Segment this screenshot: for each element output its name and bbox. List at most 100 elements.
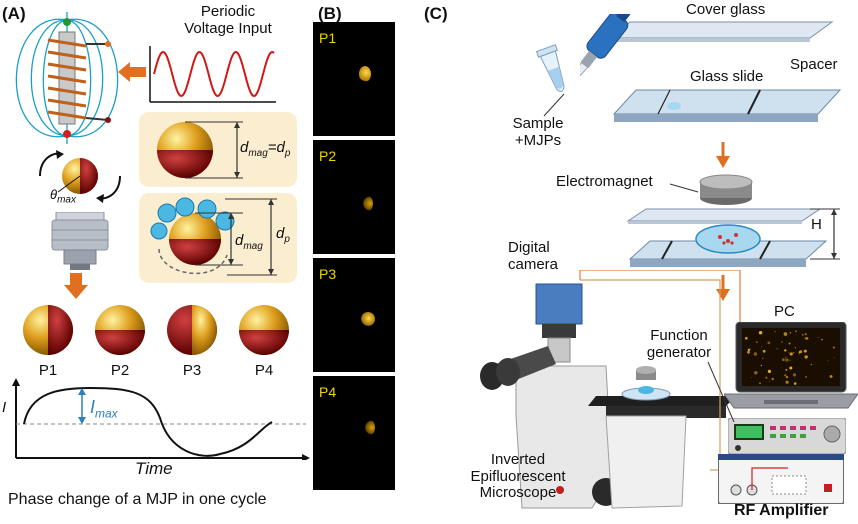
electromagnet-label: Electromagnet [556, 173, 653, 190]
orange-arrow-down-icon [64, 273, 88, 299]
frame-tag-p3: P3 [319, 266, 337, 282]
screen-sparkle [762, 357, 764, 360]
screen-sparkle [767, 369, 771, 373]
phase-label-p3: P3 [182, 362, 202, 379]
screen-sparkle [747, 348, 750, 351]
coil-windings [47, 38, 87, 120]
intensity-axis-label: I [2, 399, 7, 416]
pipette-icon [580, 14, 631, 94]
laptop-pc [724, 322, 858, 409]
screen-sparkle [829, 375, 833, 378]
screen-sparkle [761, 346, 762, 347]
sample-label: Sample +MJPs [512, 115, 564, 149]
screen-sparkle [799, 350, 803, 354]
dmag-equals-dp-label: dmag=dp [240, 139, 291, 159]
phase-particle-p3 [167, 305, 217, 355]
field-line [15, 18, 68, 138]
function-generator-label: Function generator [646, 327, 712, 361]
screen-sparkle [832, 346, 835, 349]
screen-sparkle [759, 382, 761, 385]
screen-sparkle [789, 332, 792, 334]
phase-particle-p2 [95, 305, 145, 355]
screen-sparkle [782, 358, 785, 361]
sample-pointer-line [543, 93, 565, 117]
screen-sparkle [821, 338, 823, 341]
cover-glass-label: Cover glass [686, 1, 766, 18]
phase-particle-p4 [239, 305, 289, 355]
screen-sparkle [744, 336, 748, 340]
screen-sparkle [793, 352, 795, 354]
screen-sparkle [794, 347, 796, 349]
h-label: H [811, 216, 822, 233]
particle-spot [365, 420, 375, 435]
screen-sparkle [784, 349, 787, 352]
screen-sparkle [760, 364, 762, 367]
micrograph-p4: P4 [313, 376, 395, 490]
screen-sparkle [827, 360, 829, 362]
screen-sparkle [798, 353, 800, 355]
screen-sparkle [762, 349, 766, 353]
screen-sparkle [805, 376, 807, 378]
screen-sparkle [810, 363, 813, 366]
south-pole-marker [63, 130, 71, 138]
screen-sparkle [747, 350, 750, 354]
digital-camera-label: Digital camera [508, 239, 559, 273]
screen-sparkle [784, 374, 787, 377]
field-line [66, 19, 92, 137]
rf-amplifier [718, 454, 844, 504]
orange-arrow-left-icon [118, 62, 146, 82]
screen-sparkle [801, 333, 804, 336]
screen-sparkle [765, 376, 768, 379]
particle-spot [361, 312, 375, 326]
screen-sparkle [781, 341, 783, 343]
bare-particle-diagram [157, 121, 243, 179]
panel-c-label: (C) [424, 4, 448, 23]
screen-sparkle [768, 381, 770, 382]
phase-label-p1: P1 [38, 362, 58, 379]
coated-particle-diagram [150, 197, 277, 276]
slide-assembly-top [606, 21, 842, 122]
screen-sparkle [833, 357, 835, 359]
panel-b-label: (B) [318, 4, 342, 23]
objective-lens-icon [51, 212, 109, 270]
screen-sparkle [789, 352, 793, 356]
screen-sparkle [785, 369, 788, 371]
screen-sparkle [759, 331, 761, 333]
frame-tag-p2: P2 [319, 148, 337, 164]
function-generator-pointer-line [707, 361, 735, 423]
screen-sparkle [785, 358, 789, 362]
phase-label-p4: P4 [254, 362, 274, 379]
screen-sparkle [793, 382, 797, 385]
frame-tag-p4: P4 [319, 384, 337, 400]
microscope-label: Inverted Epifluorescent Microscope [470, 451, 566, 501]
sample-tube-icon [536, 44, 565, 92]
inverted-microscope [480, 283, 736, 509]
theta-max-label: θmax [50, 187, 76, 206]
particle-spot [363, 196, 373, 211]
sine-wave-plot [149, 46, 276, 103]
connection-cables [579, 270, 741, 471]
frame-tag-p1: P1 [319, 30, 337, 46]
screen-sparkle [804, 337, 808, 340]
micrograph-p3: P3 [313, 258, 395, 372]
micrograph-p1: P1 [313, 22, 395, 136]
screen-sparkle [792, 373, 797, 377]
screen-sparkle [750, 377, 752, 379]
screen-sparkle [788, 352, 790, 353]
screen-sparkle [774, 331, 776, 332]
electromagnet-coil-diagram [15, 12, 119, 144]
screen-sparkle [783, 332, 788, 336]
screen-sparkle [767, 341, 771, 345]
phase-particles [23, 305, 289, 355]
micrograph-p2: P2 [313, 140, 395, 254]
orange-arrow-down-icon [716, 142, 730, 168]
rotating-janus-particle [39, 150, 121, 203]
intensity-curve-plot [12, 378, 310, 460]
screen-sparkle [803, 349, 807, 353]
screen-sparkle [758, 331, 763, 335]
electromagnet-puck [699, 174, 753, 205]
voltage-input-title: Periodic Voltage Input [184, 3, 272, 37]
screen-sparkle [754, 371, 758, 375]
north-pole-marker [63, 18, 71, 26]
spacer-label: Spacer [790, 56, 838, 73]
